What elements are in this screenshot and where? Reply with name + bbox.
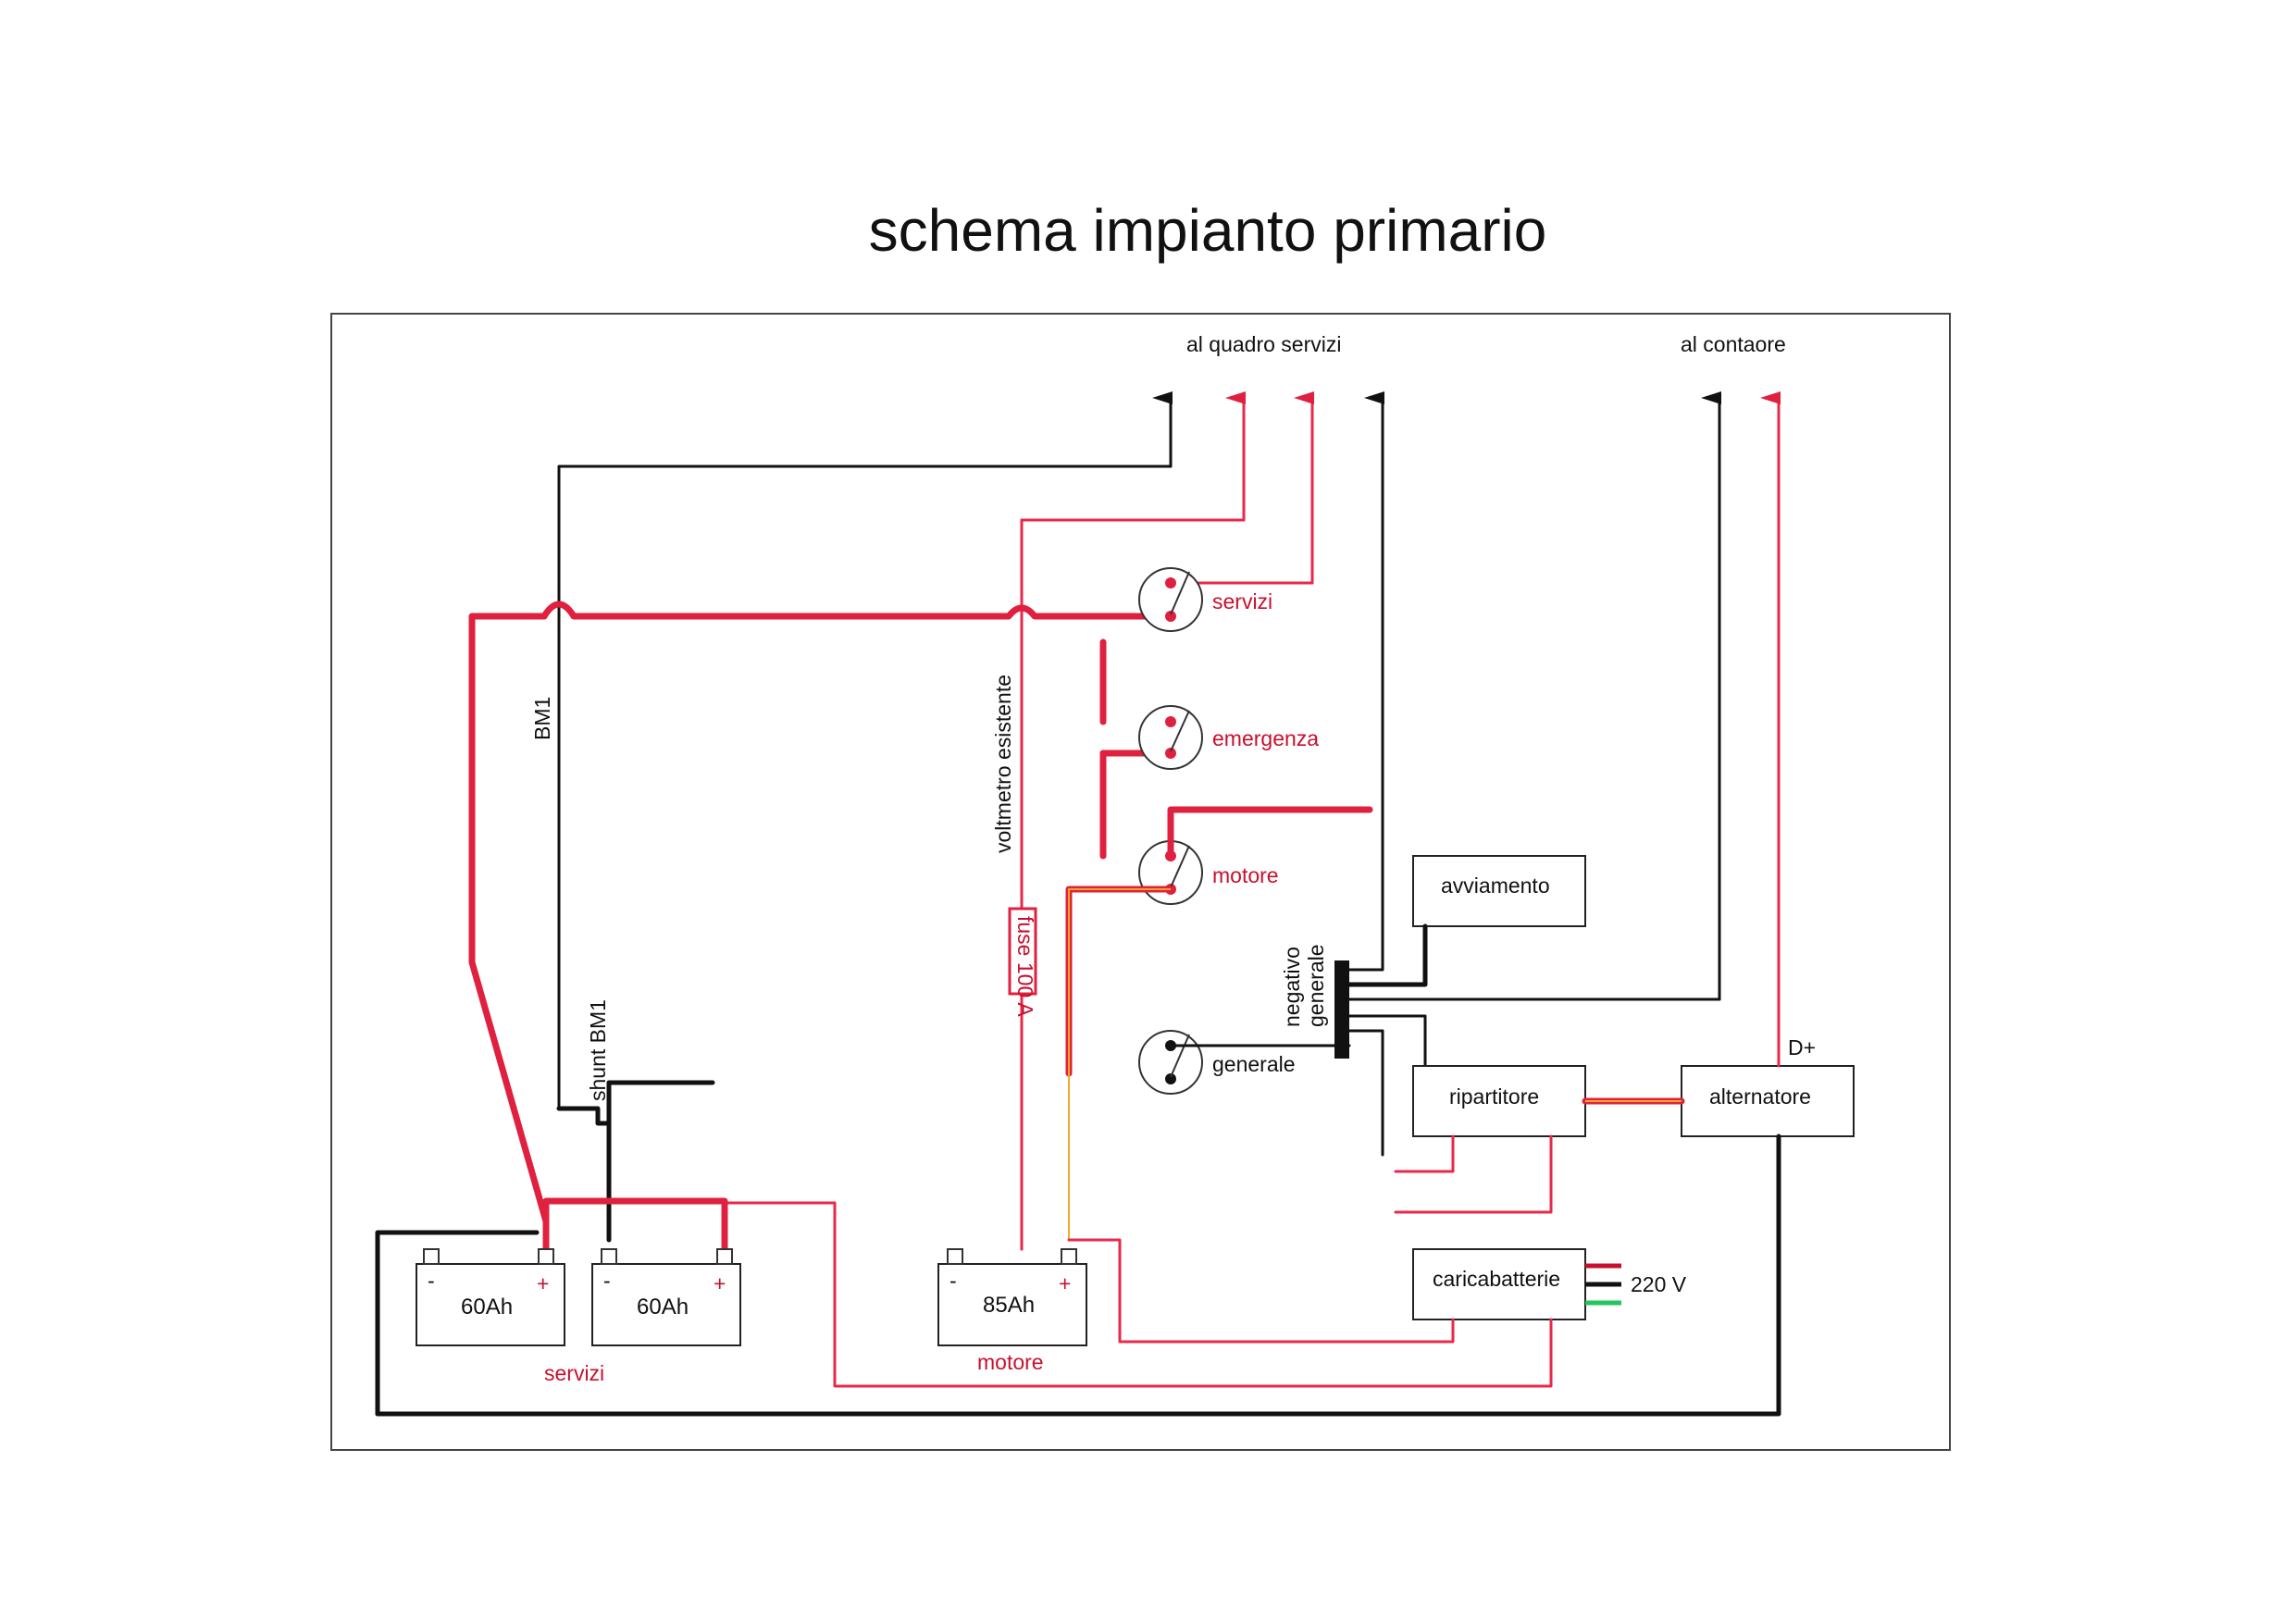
switch-emergenza-label: emergenza <box>1212 726 1319 750</box>
wire-servizi-positive <box>542 1197 728 1253</box>
fuse-100a <box>1008 907 1037 996</box>
battery-servizi-1-pos-term <box>538 1248 554 1265</box>
box-ripartitore-rect <box>1412 1065 1586 1137</box>
battery-servizi-2-neg-term <box>601 1248 617 1265</box>
battery-motore-pos: + <box>1059 1271 1071 1295</box>
switch-generale-label: generale <box>1212 1052 1296 1076</box>
box-ripartitore: ripartitore <box>1412 1065 1586 1137</box>
label-bm1: BM1 <box>530 697 554 740</box>
switch-generale[interactable] <box>1138 1030 1203 1095</box>
label-al-contaore: al contaore <box>1681 332 1786 356</box>
switch-servizi-lever <box>1170 571 1190 615</box>
wire-bm1 <box>557 465 1173 1110</box>
wire-servizi-hop <box>540 601 1096 620</box>
switch-emergenza-term-b <box>1165 748 1176 759</box>
wire-bus-avviamento <box>1347 923 1428 987</box>
negativo-generale-bus <box>1334 960 1349 1059</box>
battery-servizi-1-pos: + <box>537 1271 549 1295</box>
battery-servizi-1-body <box>416 1263 565 1346</box>
box-avviamento-label: avviamento <box>1441 873 1550 898</box>
wire-servizi-main <box>468 613 550 1225</box>
battery-servizi-2-capacity: 60Ah <box>637 1295 689 1319</box>
battery-servizi-1-neg: - <box>428 1269 435 1293</box>
box-alternatore-rect <box>1681 1065 1855 1137</box>
label-d-plus: D+ <box>1788 1035 1816 1059</box>
page-title: schema impianto primario <box>868 197 1547 264</box>
negativo-label-1: negativo <box>1280 947 1304 1027</box>
wire-shunt <box>556 1080 715 1126</box>
wire-motore-avviamento <box>1167 806 1373 860</box>
box-ripartitore-label: ripartitore <box>1449 1084 1539 1109</box>
box-alternatore: alternatore <box>1681 1065 1855 1137</box>
switch-servizi[interactable] <box>1138 567 1203 632</box>
box-alternatore-label: alternatore <box>1709 1084 1811 1109</box>
label-voltmetro: voltmetro esistente <box>991 675 1015 853</box>
switch-emergenza-term-a <box>1165 716 1176 727</box>
label-al-quadro-servizi: al quadro servizi <box>1186 332 1341 356</box>
switch-generale-lever <box>1170 1034 1190 1078</box>
box-caricabatterie-label: caricabatterie <box>1433 1267 1560 1291</box>
switch-emergenza-body <box>1138 705 1203 770</box>
switch-servizi-term-a <box>1165 577 1176 588</box>
group-label-servizi: servizi <box>544 1361 604 1385</box>
wire-bus-arrow <box>1347 799 1384 972</box>
battery-servizi-1: - + 60Ah <box>416 1248 565 1346</box>
switch-motore-label: motore <box>1212 863 1279 887</box>
battery-servizi-2-neg: - <box>603 1269 611 1293</box>
wire-motore-85ah-core <box>1068 888 1171 1240</box>
fuse-label: fuse 100 A <box>1013 916 1037 1017</box>
battery-servizi-1-neg-term <box>423 1248 440 1265</box>
box-avviamento-rect <box>1412 855 1586 927</box>
negativo-label-2: generale <box>1304 944 1328 1027</box>
battery-motore-pos-term <box>1061 1248 1077 1265</box>
wire-ripartitore-85ah <box>1394 1134 1455 1173</box>
battery-motore: - + 85Ah <box>937 1248 1087 1346</box>
group-label-motore: motore <box>977 1350 1044 1374</box>
wire-servizi-bottom-black <box>375 1230 540 1417</box>
wire-ripartitore-servizi <box>1394 1134 1553 1214</box>
battery-motore-neg: - <box>949 1269 957 1293</box>
switch-generale-term-b <box>1165 1073 1176 1084</box>
switch-servizi-term-b <box>1165 611 1176 622</box>
label-shunt-bm1: shunt BM1 <box>586 999 610 1101</box>
switch-servizi-body <box>1138 567 1203 632</box>
wire-bus-ripartitore <box>1347 1014 1427 1068</box>
box-caricabatterie-rect <box>1412 1248 1586 1320</box>
switch-motore-lever <box>1170 845 1190 888</box>
box-caricabatterie: caricabatterie <box>1412 1248 1586 1320</box>
battery-servizi-2-pos-term <box>716 1248 733 1265</box>
battery-motore-body <box>937 1263 1087 1346</box>
switch-servizi-label: servizi <box>1212 589 1272 613</box>
wire-bus-caricabatterie <box>1347 1029 1384 1157</box>
switch-emergenza[interactable] <box>1138 705 1203 770</box>
label-220v: 220 V <box>1631 1272 1687 1296</box>
battery-servizi-2-body <box>591 1263 741 1346</box>
battery-motore-capacity: 85Ah <box>983 1293 1035 1318</box>
battery-motore-neg-term <box>947 1248 963 1265</box>
diagram-frame <box>330 313 1951 1451</box>
switch-emergenza-lever <box>1170 710 1190 752</box>
battery-servizi-1-capacity: 60Ah <box>461 1295 513 1319</box>
battery-servizi-2: - + 60Ah <box>591 1248 741 1346</box>
wire-ground-loop <box>375 1134 1781 1417</box>
box-avviamento: avviamento <box>1412 855 1586 927</box>
battery-servizi-2-pos: + <box>714 1271 726 1295</box>
wire-caricabatterie-85ah <box>1067 1238 1455 1344</box>
